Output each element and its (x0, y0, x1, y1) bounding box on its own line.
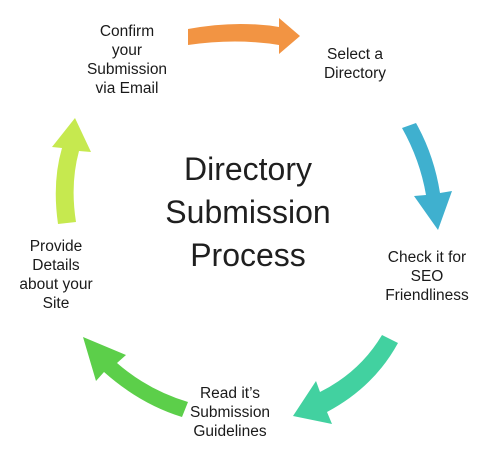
arrow-provide-to-confirm (52, 118, 91, 224)
step-confirm-submission: Confirm your Submission via Email (86, 23, 168, 97)
center-title: Directory Submission Process (165, 151, 331, 273)
arrow-check-to-read (293, 335, 398, 424)
step-provide-details: Provide Details about your Site (19, 238, 93, 312)
arrow-read-to-provide (83, 337, 188, 417)
step-select-directory: Select a Directory (323, 46, 386, 82)
arrow-select-to-check (402, 123, 452, 230)
step-read-guidelines: Read it’s Submission Guidelines (189, 385, 271, 440)
arrow-confirm-to-select (188, 18, 300, 54)
step-check-seo: Check it for SEO Friendliness (385, 249, 469, 304)
